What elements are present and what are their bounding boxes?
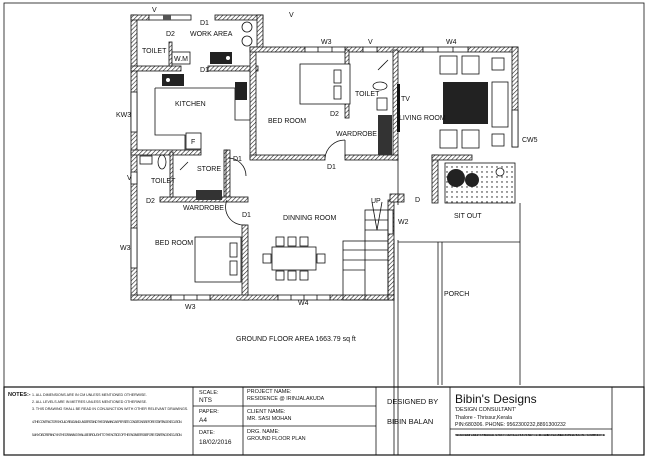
tv-unit [397,84,400,132]
attached-basin [376,97,388,111]
d1-bed-label: D1 [327,164,336,171]
toilet-top-label: TOILET [142,48,167,55]
date-label-label: DATE: [199,430,215,436]
d2-toilet-label: D2 [166,31,175,38]
main-bed [299,63,351,105]
w2-label: W2 [398,219,409,226]
furniture [139,21,521,455]
floor-area-label: GROUND FLOOR AREA 1663.79 sq ft [236,336,356,343]
drg-label-label: DRG. NAME: [247,429,280,435]
room-labels: WORK AREA TOILET W.M KITCHEN F STORE TOI… [142,31,482,298]
4-label: 5. ANY DISCREPANCY IN THE DRAWING SHALL … [32,433,182,437]
opening-labels: V V V V D1 D1 D2 D1 D1 D2 D1 D2 D1 D KW3… [116,7,538,343]
d1-kitchen-label: D1 [200,67,209,74]
1-label: 2. ALL LEVELS ARE IN METRES UNLESS MENTI… [32,400,147,404]
up-label: UP [371,198,381,205]
wardrobe-lower-label: WARDROBE [183,205,224,212]
kw3-label: KW3 [116,112,131,119]
w3-bottom-label: W3 [185,304,196,311]
w4-top-label: W4 [446,39,457,46]
drg-label: GROUND FLOOR PLAN [247,436,306,442]
windows [130,14,519,301]
kitchen-label: KITCHEN [175,101,206,108]
attached-wc [372,81,388,91]
kitchen-sink [162,74,184,86]
wc [157,154,167,170]
scale-label-label: SCALE: [199,390,219,396]
paper-label-label: PAPER: [199,409,219,415]
d2-attached-label: D2 [330,111,339,118]
toilet-lower-label: TOILET [151,178,176,185]
d1-bed-left-label: D1 [242,212,251,219]
d1-work-label: D1 [200,20,209,27]
designed-by-label-label: DESIGNED BY [387,397,438,406]
living-rug [443,82,488,124]
firm-address-label: Thalore - Thrissur,Kerala [455,415,512,421]
0-label: 1. ALL DIMENSIONS ARE IN CM UNLESS MENTI… [32,393,147,397]
w3-left-label: W3 [120,245,131,252]
project-label-label: PROJECT NAME: [247,389,292,395]
project-label: RESIDENCE @ IRINJALAKUDA [247,396,325,402]
sit-out-label: SIT OUT [454,213,482,220]
scale-label: NTS [199,397,213,404]
w4-bottom-label: W4 [298,300,309,307]
living-label: LIVING ROOM [399,115,446,122]
d1-store-label: D1 [233,156,242,163]
d-main-label: D [415,197,420,204]
store-label: STORE [197,166,221,173]
wash-basin [139,155,153,165]
cw5-label: CW5 [522,137,538,144]
porch-label: PORCH [444,291,469,298]
fridge-box [185,132,202,150]
washing-machine [171,51,191,65]
client-label: MR. SASI MOHAN [247,416,292,422]
staircase [342,201,389,301]
d2-lower-label: D2 [146,198,155,205]
3-label: 4. THE CONTRACTOR SHOULD READ AND UNDERS… [32,420,182,424]
dining-label: DINNING ROOM [283,215,336,222]
v-top-mid-label: V [289,12,294,19]
title-block: NOTES:- 1. ALL DIMENSIONS ARE IN CM UNLE… [3,386,645,456]
notes-label-label: NOTES:- [8,392,31,398]
bedroom-left-label: BED ROOM [155,240,193,247]
v-top-left-label: V [152,7,157,14]
designer-label: BIBIN BALAN [387,417,433,426]
paper-label: A4 [199,417,207,424]
firm-tagline-label: 'DESIGN CONSULTANT' [455,407,516,413]
toilet-attached-label: TOILET [355,91,380,98]
v-lower-label: V [127,175,132,182]
wardrobe-lower [196,190,222,200]
wardrobe-main-label: WARDROBE [336,131,377,138]
client-label-label: CLIENT NAME: [247,409,286,415]
2-label: 3. THIS DRAWING SHALL BE READ IN CONJUNC… [32,407,188,411]
bedroom-main-label: BED ROOM [268,118,306,125]
tv-label: TV [401,96,410,103]
w3-top-label: W3 [321,39,332,46]
dining-table [271,246,317,271]
date-label: 18/02/2016 [199,439,232,446]
sofa [491,81,509,128]
wardrobe-main [378,115,392,155]
wm-label: W.M [174,56,188,63]
firm-contact-label: PIN:680306. PHONE: 9562300232,8891300232 [455,422,566,428]
work-area-label: WORK AREA [190,31,233,38]
v-toilet-label: V [368,39,373,46]
copyright-label: THIS DRAWING AND THE DESIGN IT COVERS AR… [455,433,605,437]
firm-label: Bibin's Designs [455,392,537,406]
stove-burner [241,21,253,33]
work-sink [210,52,232,64]
fridge-label: F [191,139,195,146]
hob [235,82,247,100]
